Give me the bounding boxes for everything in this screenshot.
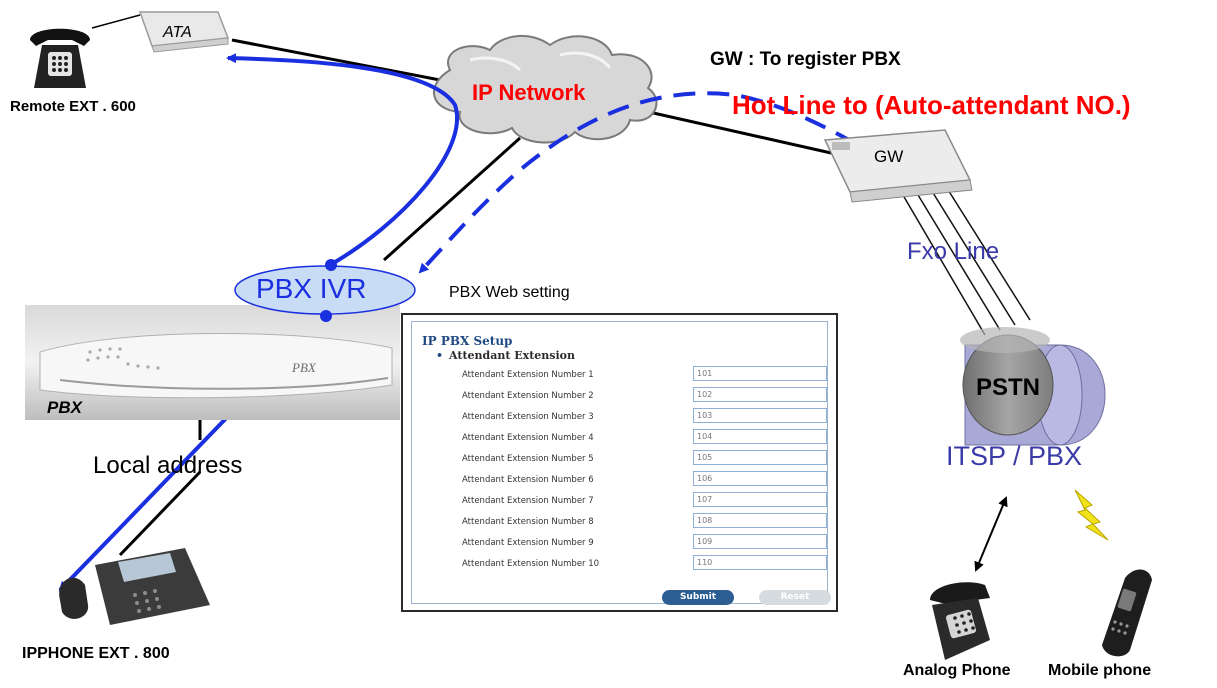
gw-register-label: GW : To register PBX xyxy=(710,49,901,70)
panel-section-label: Attendant Extension xyxy=(449,349,575,362)
pstn-cylinder xyxy=(960,327,1106,446)
gw-device xyxy=(823,129,973,203)
extension-label: Attendant Extension Number 9 xyxy=(462,538,594,548)
itsp-pbx-label: ITSP / PBX xyxy=(946,441,1083,471)
link-phone-ata xyxy=(91,14,141,29)
remote-ext-label: Remote EXT . 600 xyxy=(10,98,136,115)
extension-input[interactable] xyxy=(693,534,827,549)
pbx-web-setting-label: PBX Web setting xyxy=(449,284,570,301)
mobile-phone-icon xyxy=(1102,569,1152,657)
extension-label: Attendant Extension Number 4 xyxy=(462,433,594,443)
pbx-web-setting-panel: IP PBX Setup •Attendant Extension Attend… xyxy=(401,313,838,612)
extension-input[interactable] xyxy=(693,429,827,444)
extension-row: Attendant Extension Number 8 xyxy=(462,513,832,531)
extension-label: Attendant Extension Number 8 xyxy=(462,517,594,527)
extension-row: Attendant Extension Number 5 xyxy=(462,450,832,468)
extension-row: Attendant Extension Number 2 xyxy=(462,387,832,405)
ipphone-icon xyxy=(59,548,210,625)
ivr-node-bottom xyxy=(320,310,332,322)
ipphone-ext-label: IPPHONE EXT . 800 xyxy=(22,645,170,662)
ivr-node-top xyxy=(325,259,337,271)
extension-label: Attendant Extension Number 5 xyxy=(462,454,594,464)
panel-section: •Attendant Extension xyxy=(436,349,575,362)
extension-row: Attendant Extension Number 3 xyxy=(462,408,832,426)
black-links xyxy=(118,38,841,557)
ata-device xyxy=(138,11,230,53)
extension-input[interactable] xyxy=(693,366,827,381)
panel-title: IP PBX Setup xyxy=(422,334,513,348)
submit-button[interactable]: Submit xyxy=(662,590,734,605)
pbx-device xyxy=(25,305,400,420)
link-cloud-gw xyxy=(639,108,841,157)
fxo-lines xyxy=(899,184,1031,336)
extension-input[interactable] xyxy=(693,387,827,402)
extension-label: Attendant Extension Number 6 xyxy=(462,475,594,485)
extension-label: Attendant Extension Number 2 xyxy=(462,391,594,401)
itsp-analog-arrow xyxy=(974,496,1008,572)
link-local-ipphone xyxy=(118,470,202,557)
analog-phone-label: Analog Phone xyxy=(903,662,1011,679)
pbx-ivr-label: PBX IVR xyxy=(256,273,367,304)
extension-label: Attendant Extension Number 1 xyxy=(462,370,594,380)
pbx-device-label: PBX xyxy=(47,398,82,417)
hotline-dashed xyxy=(418,91,886,274)
extension-row: Attendant Extension Number 7 xyxy=(462,492,832,510)
mobile-phone-label: Mobile phone xyxy=(1048,662,1152,679)
extension-label: Attendant Extension Number 10 xyxy=(462,559,600,569)
extension-label: Attendant Extension Number 7 xyxy=(462,496,594,506)
extension-row: Attendant Extension Number 4 xyxy=(462,429,832,447)
remote-phone-icon xyxy=(30,28,90,88)
extension-input[interactable] xyxy=(693,450,827,465)
fxo-line-label: Fxo Line xyxy=(907,238,1000,265)
ata-label: ATA xyxy=(163,24,192,41)
ip-network-cloud xyxy=(433,34,658,144)
extension-row: Attendant Extension Number 6 xyxy=(462,471,832,489)
extension-input[interactable] xyxy=(693,555,827,570)
extension-input[interactable] xyxy=(693,408,827,423)
lightning-icon xyxy=(1074,489,1109,541)
pbx-device-printed-label: PBX xyxy=(292,360,316,375)
local-address-label: Local address xyxy=(93,452,243,479)
extension-input[interactable] xyxy=(693,471,827,486)
extension-input[interactable] xyxy=(693,513,827,528)
analog-phone-icon xyxy=(930,582,990,660)
extension-row: Attendant Extension Number 9 xyxy=(462,534,832,552)
ip-network-label: IP Network xyxy=(472,80,586,105)
panel-inner: IP PBX Setup •Attendant Extension Attend… xyxy=(411,321,831,605)
pstn-label: PSTN xyxy=(976,374,1041,401)
extension-label: Attendant Extension Number 3 xyxy=(462,412,594,422)
gw-label: GW xyxy=(874,147,904,166)
link-cloud-pbx xyxy=(382,136,522,262)
extension-input[interactable] xyxy=(693,492,827,507)
reset-button[interactable]: Reset xyxy=(759,590,831,605)
blue-path-remote xyxy=(226,53,459,267)
extension-row: Attendant Extension Number 10 xyxy=(462,555,832,573)
link-ata-cloud xyxy=(231,38,441,82)
extension-row: Attendant Extension Number 1 xyxy=(462,366,832,384)
hotline-label: Hot Line to (Auto-attendant NO.) xyxy=(732,90,1131,120)
